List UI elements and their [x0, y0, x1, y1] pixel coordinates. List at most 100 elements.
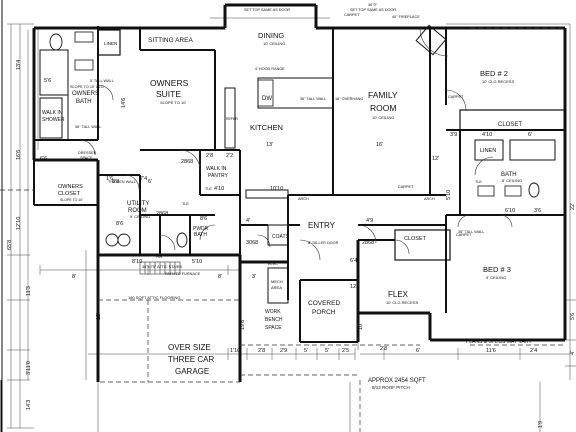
label-bath-ceiling: 8' CEILING	[502, 178, 522, 183]
label-dresser-space-2: SPACE	[80, 156, 93, 160]
note-tle-1: TLE	[205, 187, 212, 191]
dim-22: 22'	[570, 203, 576, 210]
label-attic-flooring: 180 SQFT ATTIC FLOORING	[128, 295, 181, 300]
label-family-ceiling: 10' CEILING	[372, 115, 394, 120]
note-roof-pitch: 9/12 ROOF PITCH	[372, 385, 410, 390]
note-arch-2: ARCH	[424, 197, 435, 201]
dashed-lines	[0, 27, 565, 432]
door-swings	[79, 27, 513, 261]
label-bath: BATH	[501, 172, 517, 178]
dim-2868b: 2868	[156, 211, 168, 217]
dim-5: 5'	[304, 348, 308, 354]
dim-8: 8'	[72, 274, 76, 280]
note-tle-2: TLE	[182, 202, 189, 206]
label-coats: COATS	[272, 234, 290, 240]
dim-3: 3'	[252, 274, 256, 280]
label-bed2-recess: 10' CLG RECESS	[482, 79, 514, 84]
dim-1-9-bot: 1'9	[538, 421, 544, 428]
note-carpet-2: CARPET	[398, 185, 414, 189]
dim-6-10: 6'10	[505, 208, 515, 214]
note-arch-1: ARCH	[298, 197, 309, 201]
dim-5-6b: 5'6	[570, 313, 576, 320]
label-dining: DINING	[258, 31, 284, 40]
dim-2-9: 2'9	[280, 348, 287, 354]
dim-5-6: 5'6	[44, 78, 51, 84]
note-stairs-to-attic: 36"x 75" ATTIC STAIRS	[142, 265, 183, 269]
dimension-labels: 13' 16' 12' 10'10 4'10 4'10 8'8 6' 6' 8'…	[7, 60, 576, 428]
label-flex: FLEX	[388, 290, 409, 299]
label-utility-room-1: UTILITY	[127, 201, 149, 207]
dim-12c: 12'	[96, 313, 102, 320]
label-dining-ceiling: 10' CEILING	[263, 41, 285, 46]
label-utility-room-2: ROOM	[128, 208, 147, 214]
dim-5b: 5'	[325, 348, 329, 354]
toilet-owners	[49, 33, 63, 51]
note-tall-wall-mid: 5' TALL WALL	[90, 79, 114, 83]
dim-8-6: 8'6	[116, 221, 123, 227]
label-walk-in-pantry-2: PANTRY	[208, 173, 228, 179]
label-mech-area-1: MECH	[271, 279, 283, 284]
dim-10-10: 10'10	[270, 186, 283, 192]
dim-8-10: 8'10	[132, 259, 142, 265]
label-flex-recess: 10' CLG RECESS	[386, 300, 418, 305]
dim-16: 16'	[376, 142, 383, 148]
note-fireplace-mantle: 18" OVERHANG	[335, 97, 363, 101]
dim-12-10: 12'10	[16, 217, 22, 230]
interior-walls	[33, 26, 566, 343]
label-linen: LINEN	[480, 148, 496, 154]
note-tle-4: TLE	[308, 3, 315, 7]
dim-7-4: 7'4	[140, 176, 147, 182]
note-carpet-3: CARPET	[448, 95, 464, 99]
dim-2-5: 2'5	[342, 348, 349, 354]
label-refer: REFER	[226, 117, 238, 121]
dim-8-6b: 8'6	[200, 216, 207, 222]
label-mech-area-2: AREA	[271, 285, 282, 290]
fixtures	[49, 24, 540, 248]
dim-2-8b: 2'8	[380, 346, 387, 352]
label-bed3: BED # 3	[483, 265, 511, 274]
notes: 36"0" TWIN SET TOP SAME AS DOOR 36"0" SE…	[70, 3, 532, 390]
label-owners-bath-2: BATH	[76, 99, 92, 105]
dim-2-4: 2'4	[530, 348, 537, 354]
dim-8b: 8'	[218, 274, 222, 280]
label-family-room-1: FAMILY	[368, 90, 398, 100]
note-twin-top-right-sub: SET TOP SAME AS DOOR	[350, 8, 396, 12]
note-path-to-furnace: PATH TO FURNACE	[165, 272, 201, 276]
label-work-bench-1: WORK	[265, 309, 281, 315]
label-sitting-area: SITTING AREA	[148, 37, 193, 44]
label-closet-bed2: CLOSET	[498, 122, 522, 128]
dim-65-8: 65'8	[7, 240, 13, 250]
label-linen-top: LINEN	[104, 41, 117, 46]
label-work-bench-2: BENCH	[265, 317, 283, 323]
label-work-bench-3: SPACE	[265, 325, 282, 331]
label-covered-porch-1: COVERED	[308, 300, 340, 307]
label-kitchen: KITCHEN	[250, 123, 283, 132]
label-owners-closet-slope: SLOPE TO 10'	[60, 198, 83, 202]
label-closet-flex: CLOSET	[404, 236, 427, 242]
note-elec: ELEC	[268, 262, 278, 266]
label-walk-in-pantry-1: WALK IN	[206, 166, 227, 172]
dim-3-6: 3'6	[534, 208, 541, 214]
dim-13-4: 13'4	[16, 60, 22, 70]
note-thicken-wall: THICKEN WALL	[108, 180, 136, 184]
label-entry: ENTRY	[308, 221, 336, 230]
dim-5-10: 5'10	[192, 259, 202, 265]
note-bed-pony-wall: 36" TALL WALL	[458, 230, 484, 234]
label-owners-closet-1: OWNERS	[58, 184, 83, 190]
note-pony-wall: 36" TALL WALL	[75, 125, 101, 129]
label-owners-suite-1: OWNERS	[150, 78, 189, 88]
note-pony-wall-2: 36" TALL WALL	[300, 97, 326, 101]
label-family-room-2: ROOM	[370, 103, 396, 113]
attic-stairs	[139, 261, 181, 275]
label-pwdr-bath-2: BATH	[194, 232, 207, 238]
dim-12: 12'	[432, 156, 439, 162]
toilet-bath	[528, 182, 540, 198]
dim-4-10: 4'10	[214, 186, 224, 192]
dim-14-6: 14'6	[121, 98, 127, 108]
dim-3-11: 3'11'0	[26, 361, 32, 375]
note-fireplace: 40" FIREPLACE	[392, 15, 420, 19]
label-owners-bath-1: OWNERS	[72, 91, 99, 97]
dim-6-6: 6'6	[40, 156, 47, 162]
note-twin-top: 36"0" TWIN	[248, 3, 268, 7]
dim-6: 6'	[148, 179, 152, 185]
